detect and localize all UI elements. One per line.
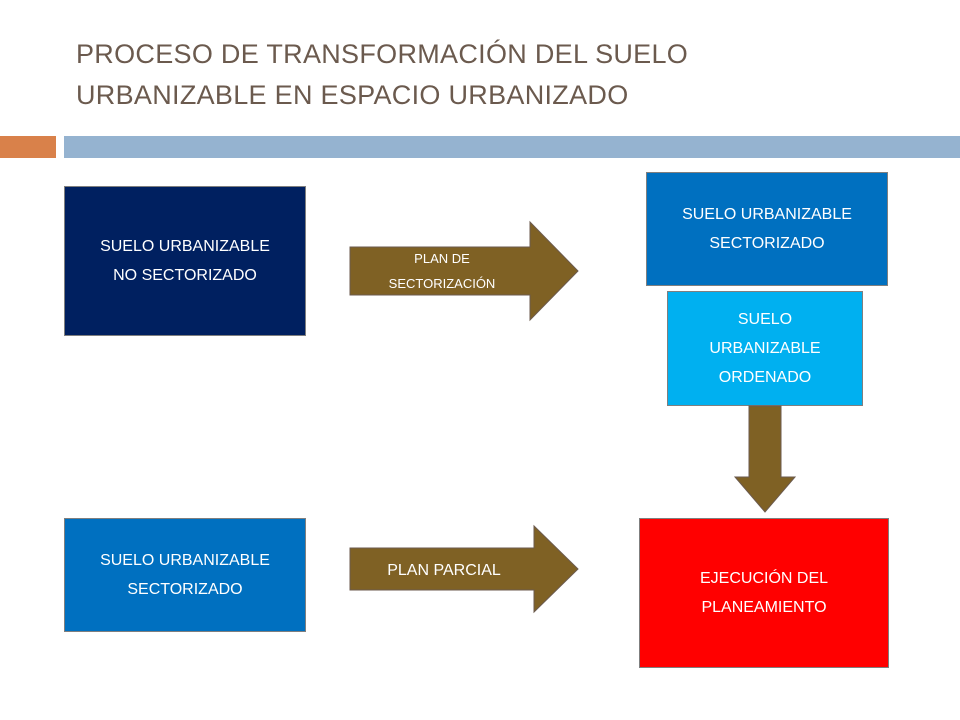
- arrow-shape: [734, 405, 796, 513]
- slide-title-line-2: URBANIZABLE EN ESPACIO URBANIZADO: [76, 80, 629, 110]
- box-label-line-2: NO SECTORIZADO: [113, 267, 257, 284]
- arrow-down-to-ejecucion: [734, 405, 796, 513]
- arrow-plan-de-sectorizacion: [349, 220, 579, 322]
- slide-title-line-1: PROCESO DE TRANSFORMACIÓN DEL SUELO: [76, 39, 689, 69]
- arrow-label-line-2: SECTORIZACIÓN: [388, 276, 496, 291]
- accent-bar-orange: [0, 136, 56, 158]
- box-suelo-ordenado: SUELO URBANIZABLE ORDENADO: [667, 291, 863, 406]
- box-label-line-2: SECTORIZADO: [709, 235, 825, 252]
- box-label-line-1: EJECUCIÓN DEL: [699, 570, 829, 587]
- arrow-label-text: PLAN PARCIAL: [387, 562, 501, 579]
- box-label-line-2: URBANIZABLE: [709, 340, 821, 357]
- accent-bar-blue: [64, 136, 960, 158]
- box-label-line-1: SUELO URBANIZABLE: [100, 552, 270, 569]
- box-ejecucion-del-planeamiento: EJECUCIÓN DEL PLANEAMIENTO: [639, 518, 889, 668]
- box-label-line-1: SUELO: [737, 311, 793, 328]
- box-label-line-2: PLANEAMIENTO: [701, 599, 827, 616]
- arrow-shape: [349, 524, 579, 614]
- box-label-line-1: SUELO URBANIZABLE: [682, 206, 852, 223]
- arrow-label-plan-de-sectorizacion: PLAN DE SECTORIZACIÓN: [352, 246, 532, 296]
- box-label-line-1: SUELO URBANIZABLE: [100, 238, 270, 255]
- slide-title: PROCESO DE TRANSFORMACIÓN DEL SUELO URBA…: [76, 34, 936, 116]
- arrow-shape: [349, 220, 579, 322]
- box-suelo-no-sectorizado: SUELO URBANIZABLE NO SECTORIZADO: [64, 186, 306, 336]
- arrow-label-line-1: PLAN DE: [414, 251, 470, 266]
- box-label-line-2: SECTORIZADO: [127, 581, 243, 598]
- arrow-label-plan-parcial: PLAN PARCIAL: [352, 552, 536, 590]
- box-suelo-sectorizado-top: SUELO URBANIZABLE SECTORIZADO: [646, 172, 888, 286]
- box-suelo-sectorizado-bottom: SUELO URBANIZABLE SECTORIZADO: [64, 518, 306, 632]
- arrow-plan-parcial: [349, 524, 579, 614]
- box-label-line-3: ORDENADO: [718, 369, 812, 386]
